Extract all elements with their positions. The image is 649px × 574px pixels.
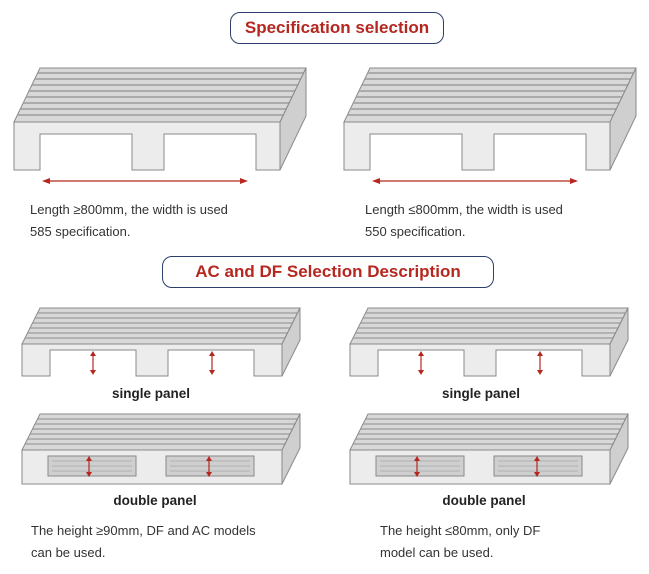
acdf-caption-right-line2: model can be used. [380, 545, 494, 560]
spec-caption-left: Length ≥800mm, the width is used 585 spe… [30, 199, 320, 243]
acdf-caption-left: The height ≥90mm, DF and AC models can b… [31, 520, 331, 564]
single-panel-pallet-left [21, 307, 301, 377]
double-panel-label-left: double panel [113, 493, 197, 508]
spec-caption-right: Length ≤800mm, the width is used 550 spe… [365, 199, 645, 243]
double-panel-label-right: double panel [442, 493, 526, 508]
spec-caption-left-line1: Length ≥800mm, the width is used [30, 202, 228, 217]
pallet-illustration-narrow [343, 67, 637, 184]
acdf-caption-right-line1: The height ≤80mm, only DF [380, 523, 541, 538]
spec-caption-right-line1: Length ≤800mm, the width is used [365, 202, 563, 217]
single-panel-pallet-right [349, 307, 629, 377]
heading-specification-selection: Specification selection [230, 12, 444, 44]
acdf-caption-left-line1: The height ≥90mm, DF and AC models [31, 523, 256, 538]
spec-caption-left-line2: 585 specification. [30, 224, 131, 239]
double-panel-pallet-left [21, 413, 301, 485]
acdf-caption-left-line2: can be used. [31, 545, 106, 560]
pallet-illustration-wide [13, 67, 307, 184]
double-panel-pallet-right [349, 413, 629, 485]
spec-caption-right-line2: 550 specification. [365, 224, 466, 239]
heading-ac-df-selection: AC and DF Selection Description [162, 256, 494, 288]
acdf-caption-right: The height ≤80mm, only DF model can be u… [380, 520, 640, 564]
single-panel-label-left: single panel [111, 386, 191, 401]
single-panel-label-right: single panel [441, 386, 521, 401]
